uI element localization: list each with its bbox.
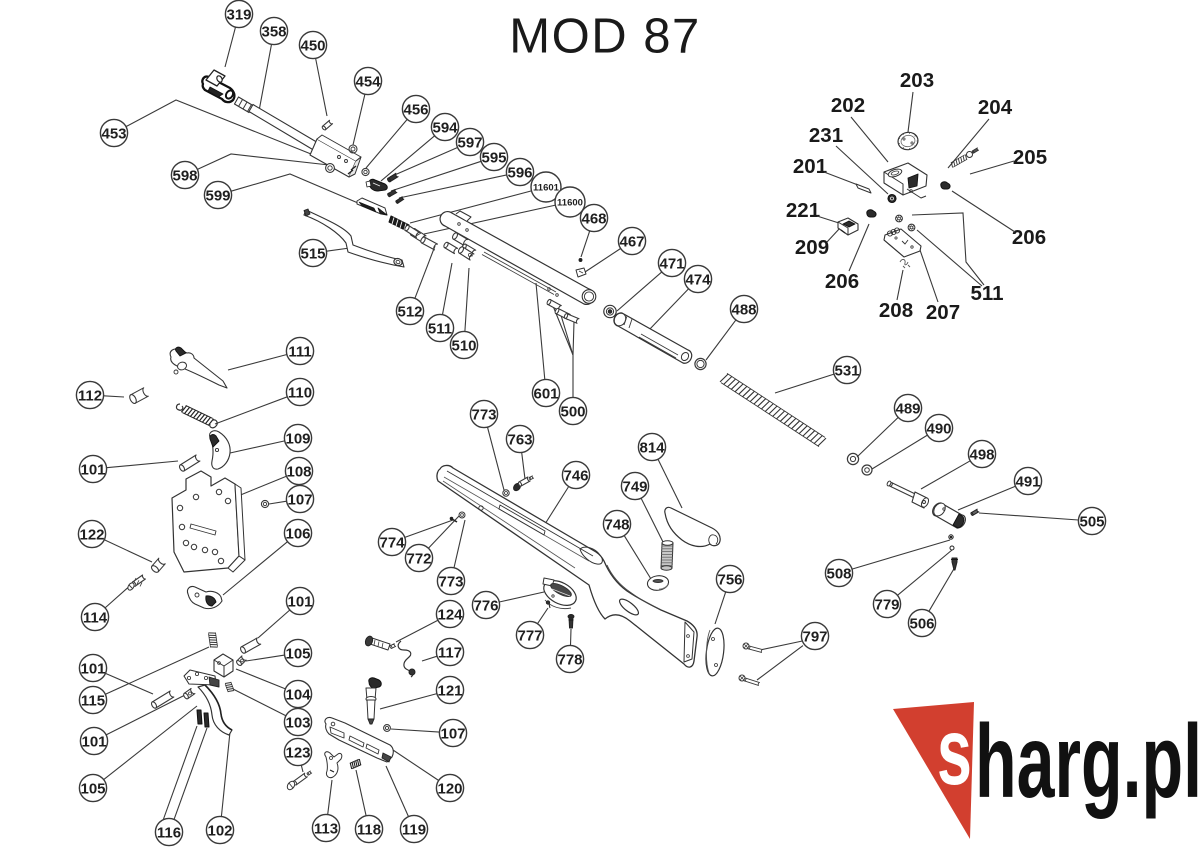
svg-text:471: 471: [659, 255, 684, 272]
svg-text:508: 508: [826, 565, 851, 582]
svg-text:763: 763: [507, 431, 532, 448]
svg-text:104: 104: [285, 686, 311, 703]
svg-text:468: 468: [581, 210, 606, 227]
svg-text:511: 511: [970, 282, 1003, 305]
svg-text:107: 107: [287, 491, 312, 508]
svg-text:115: 115: [81, 692, 105, 709]
svg-text:204: 204: [978, 96, 1013, 119]
svg-text:203: 203: [900, 69, 934, 92]
svg-text:601: 601: [533, 385, 558, 402]
svg-text:201: 201: [793, 155, 827, 178]
svg-text:117: 117: [438, 644, 462, 661]
svg-text:MOD 87: MOD 87: [509, 10, 700, 64]
svg-text:512: 512: [397, 303, 422, 320]
svg-text:489: 489: [895, 400, 920, 417]
svg-text:773: 773: [438, 573, 463, 590]
svg-text:101: 101: [80, 660, 105, 677]
svg-text:453: 453: [101, 125, 126, 142]
svg-text:488: 488: [731, 301, 756, 318]
svg-text:358: 358: [261, 23, 286, 40]
svg-text:111: 111: [288, 343, 311, 360]
svg-text:454: 454: [355, 73, 381, 90]
svg-text:221: 221: [786, 199, 820, 222]
svg-text:122: 122: [79, 526, 104, 543]
svg-text:511: 511: [428, 320, 452, 337]
svg-text:101: 101: [81, 733, 106, 750]
svg-text:456: 456: [403, 101, 428, 118]
svg-text:474: 474: [685, 271, 711, 288]
svg-text:319: 319: [226, 6, 251, 23]
svg-text:776: 776: [473, 597, 498, 614]
svg-text:505: 505: [1079, 513, 1104, 530]
svg-text:110: 110: [288, 384, 312, 401]
svg-text:101: 101: [287, 593, 312, 610]
svg-text:772: 772: [406, 550, 431, 567]
svg-text:531: 531: [834, 362, 859, 379]
svg-text:109: 109: [285, 430, 310, 447]
svg-text:491: 491: [1015, 473, 1040, 490]
svg-text:597: 597: [457, 134, 482, 151]
svg-text:s: s: [937, 699, 972, 805]
svg-text:746: 746: [563, 467, 588, 484]
svg-text:206: 206: [1012, 226, 1046, 249]
svg-text:749: 749: [622, 478, 647, 495]
svg-text:116: 116: [157, 824, 181, 841]
svg-text:595: 595: [481, 149, 506, 166]
svg-text:105: 105: [80, 780, 105, 797]
svg-text:779: 779: [874, 596, 899, 613]
svg-text:107: 107: [440, 725, 465, 742]
svg-text:124: 124: [437, 606, 463, 623]
svg-text:114: 114: [83, 609, 108, 626]
svg-text:774: 774: [379, 534, 405, 551]
svg-text:206: 206: [825, 270, 859, 293]
svg-text:11601: 11601: [533, 182, 560, 193]
svg-text:450: 450: [300, 37, 325, 54]
svg-text:207: 207: [926, 301, 960, 324]
svg-text:599: 599: [205, 187, 230, 204]
svg-text:121: 121: [437, 682, 462, 699]
svg-text:777: 777: [517, 627, 542, 644]
svg-text:596: 596: [507, 164, 532, 181]
svg-text:120: 120: [437, 780, 462, 797]
svg-text:105: 105: [285, 645, 310, 662]
svg-text:773: 773: [471, 406, 496, 423]
svg-text:11600: 11600: [557, 197, 583, 208]
svg-text:123: 123: [285, 744, 310, 761]
svg-text:231: 231: [809, 124, 843, 147]
svg-text:498: 498: [969, 446, 994, 463]
svg-text:harg.pl: harg.pl: [975, 702, 1200, 819]
svg-text:118: 118: [357, 821, 381, 838]
svg-text:202: 202: [831, 94, 865, 117]
svg-text:103: 103: [285, 714, 310, 731]
svg-text:814: 814: [639, 439, 665, 456]
svg-text:515: 515: [300, 245, 325, 262]
svg-text:748: 748: [604, 516, 629, 533]
svg-text:467: 467: [619, 233, 644, 250]
svg-text:102: 102: [207, 822, 232, 839]
svg-text:101: 101: [80, 461, 105, 478]
svg-text:108: 108: [286, 463, 311, 480]
svg-text:119: 119: [402, 821, 426, 838]
svg-text:208: 208: [879, 299, 913, 322]
svg-text:209: 209: [795, 236, 829, 259]
svg-text:594: 594: [432, 119, 458, 136]
svg-text:490: 490: [926, 420, 951, 437]
svg-text:778: 778: [557, 651, 582, 668]
svg-text:500: 500: [560, 403, 585, 420]
svg-text:510: 510: [451, 337, 476, 354]
svg-text:112: 112: [78, 387, 102, 404]
svg-text:598: 598: [172, 167, 197, 184]
svg-text:506: 506: [909, 615, 934, 632]
svg-text:797: 797: [802, 628, 827, 645]
svg-text:756: 756: [717, 571, 742, 588]
svg-text:106: 106: [285, 525, 310, 542]
svg-text:113: 113: [314, 820, 338, 837]
svg-text:205: 205: [1013, 146, 1047, 169]
